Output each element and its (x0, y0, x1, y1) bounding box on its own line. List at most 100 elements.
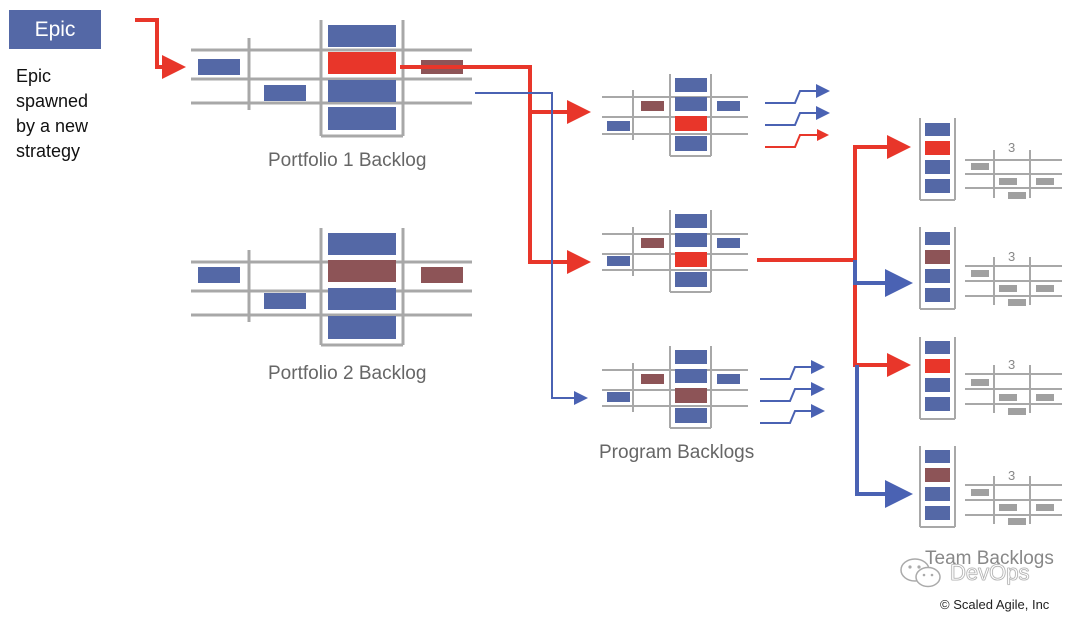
backlog-item (198, 59, 240, 75)
backlog-item (198, 267, 240, 283)
backlog-item (717, 374, 740, 384)
backlog-item (328, 25, 396, 47)
story-item (925, 141, 950, 155)
team-item (999, 504, 1017, 511)
backlog-item (675, 369, 707, 383)
backlog-item (675, 272, 707, 287)
backlog-item (421, 267, 463, 283)
backlog-item (675, 214, 707, 228)
story-item (925, 359, 950, 373)
backlog-item (925, 487, 950, 501)
team-item (971, 163, 989, 170)
team-item (1036, 394, 1054, 401)
backlog-item (328, 80, 396, 102)
backlog-item (641, 374, 664, 384)
backlog-item (717, 238, 740, 248)
backlog-item (675, 233, 707, 247)
program-backlogs-label: Program Backlogs (599, 442, 755, 463)
backlog-item (328, 316, 396, 339)
backlog-item (925, 468, 950, 482)
team-item (1036, 285, 1054, 292)
team-item (1008, 192, 1026, 199)
backlog-item (607, 392, 630, 402)
team-item (999, 178, 1017, 185)
epic-flow-arrow (528, 112, 591, 274)
team-backlog-3: 3 (919, 337, 1062, 420)
kanban-grid (919, 337, 1062, 420)
backlog-item (925, 269, 950, 283)
team-item (971, 270, 989, 277)
backlog-item (675, 350, 707, 364)
story-flow-arrow (853, 260, 911, 377)
portfolio-2-label: Portfolio 2 Backlog (268, 363, 427, 384)
chat-bubble-icon (900, 558, 941, 588)
backlog-item (925, 288, 950, 302)
team-backlog-4: 3 (919, 446, 1062, 528)
team-backlog-2: 3 (919, 227, 1062, 310)
backlog-item (925, 450, 950, 463)
portfolio-1-label: Portfolio 1 Backlog (268, 150, 427, 171)
team-backlogs-label: Team Backlogs (925, 548, 1054, 569)
backlog-item (925, 397, 950, 411)
backlog-item (641, 238, 664, 248)
team-column-label: 3 (1008, 468, 1015, 483)
story-flow-arrow (757, 135, 911, 262)
outgoing-arrow (760, 404, 825, 424)
backlog-item (675, 408, 707, 423)
team-item (999, 394, 1017, 401)
backlog-item (264, 85, 306, 101)
watermark: DevOps (898, 556, 1030, 590)
story-flow-arrow (855, 365, 913, 508)
team-item (1036, 178, 1054, 185)
backlog-item (925, 160, 950, 174)
team-item (1036, 504, 1054, 511)
team-item (1008, 408, 1026, 415)
feature-flow-arrow (475, 92, 588, 405)
outgoing-arrow (765, 84, 830, 104)
kanban-grid (919, 118, 1062, 201)
epic-item (328, 52, 396, 74)
backlog-item (641, 101, 664, 111)
flow-arrows (135, 18, 913, 508)
backlog-item (925, 250, 950, 264)
backlog-item (328, 233, 396, 255)
program-backlog-1 (602, 74, 748, 157)
backlog-item (925, 123, 950, 136)
program-backlog-3 (602, 346, 748, 429)
team-item (999, 285, 1017, 292)
backlog-item (925, 179, 950, 193)
story-flow-arrow (853, 260, 913, 297)
backlog-item (675, 136, 707, 151)
epic-description-line: spawned (16, 91, 89, 111)
kanban-grid (191, 20, 472, 138)
epic-feature-item (675, 116, 707, 131)
team-column-label: 3 (1008, 357, 1015, 372)
backlog-item (607, 256, 630, 266)
epic-description-line: Epic (16, 66, 52, 86)
backlog-item (925, 506, 950, 520)
team-item (1008, 299, 1026, 306)
epic-feature-item (675, 252, 707, 267)
epic-description-line: strategy (16, 141, 81, 161)
backlog-item (925, 378, 950, 392)
backlog-item (717, 101, 740, 111)
team-column-label: 3 (1008, 140, 1015, 155)
portfolio-1-backlog (191, 20, 472, 138)
outgoing-arrow (760, 382, 825, 402)
backlog-item (328, 107, 396, 130)
outgoing-arrow (765, 129, 829, 148)
team-item (971, 379, 989, 386)
backlog-item (925, 232, 950, 245)
backlog-item (675, 78, 707, 92)
epic-badge: Epic (9, 10, 101, 49)
team-backlog-1: 3 (919, 118, 1062, 201)
epic-description-line: by a new (16, 116, 89, 136)
epic-badge-label: Epic (34, 17, 76, 41)
backlog-item (925, 341, 950, 354)
epic-flow-arrow (400, 65, 591, 124)
portfolio-2-backlog (191, 228, 472, 347)
copyright-notice: © Scaled Agile, Inc (940, 597, 1050, 612)
kanban-grid (919, 446, 1062, 528)
team-column-label: 3 (1008, 249, 1015, 264)
